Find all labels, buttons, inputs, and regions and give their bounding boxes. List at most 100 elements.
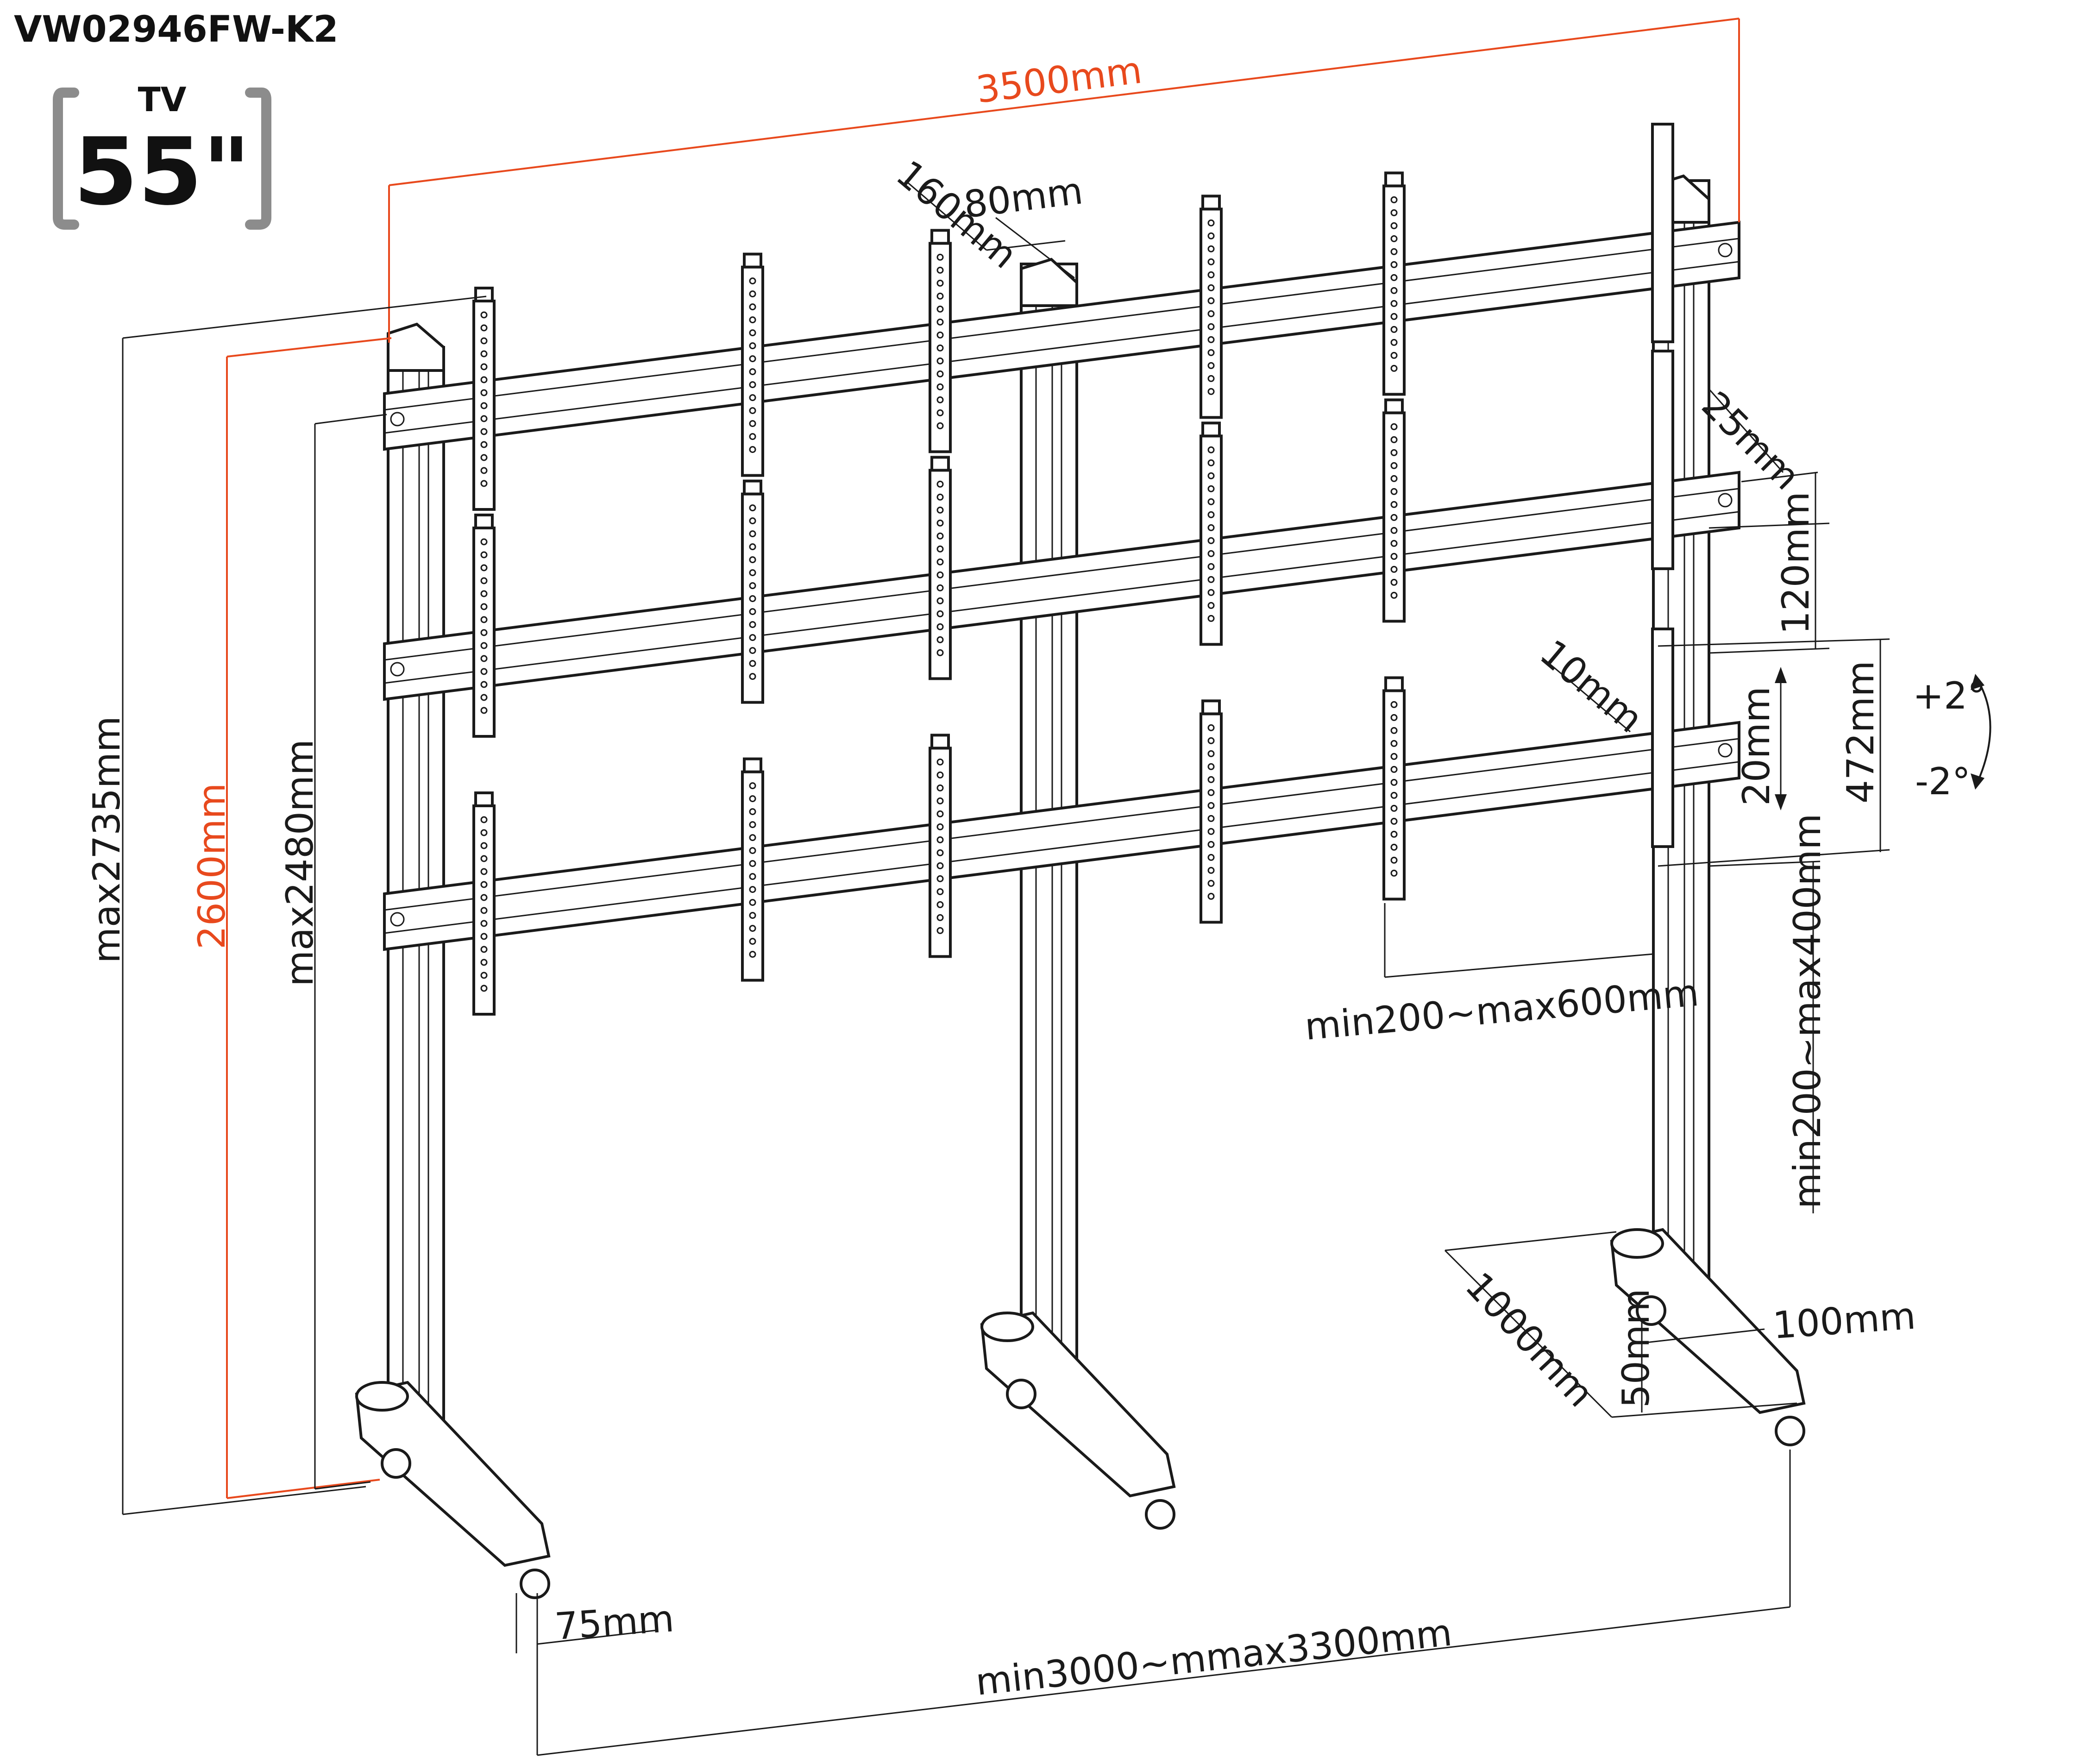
plate-hole (936, 370, 944, 377)
plate-hole (480, 389, 488, 396)
plate-hole (936, 253, 944, 261)
plate-hole (1390, 714, 1398, 721)
plate-hole (936, 927, 944, 934)
plate-hole (936, 519, 944, 527)
plate-hole (1390, 222, 1398, 229)
plate-hole (1390, 248, 1398, 255)
plate-hole (1390, 436, 1398, 443)
plate-hole (480, 311, 488, 319)
side-mounting-plate (1651, 123, 1674, 344)
plate-hole (480, 454, 488, 461)
plate-hole (1207, 563, 1215, 570)
plate-hole (1390, 209, 1398, 216)
plate-hole (1390, 475, 1398, 482)
plate-hole (936, 344, 944, 352)
plate-hole (936, 571, 944, 578)
side-mounting-plate (1651, 350, 1674, 571)
plate-hole (480, 985, 488, 992)
plate-hole (480, 337, 488, 345)
plate-hole (1207, 615, 1215, 622)
mounting-plates (472, 123, 1674, 1016)
plate-hole (936, 810, 944, 817)
plate-hole (749, 329, 756, 337)
plate-hole (1390, 856, 1398, 864)
plate-hole (1390, 339, 1398, 346)
plate-hole (749, 582, 756, 590)
plate-hole (936, 545, 944, 552)
mount-height-label: max2480mm (278, 739, 321, 986)
plate-height-label: 472mm (1839, 660, 1882, 804)
plate-hole (936, 305, 944, 313)
plate-hole (749, 673, 756, 680)
plate-hole (480, 616, 488, 623)
plate-hole (1390, 727, 1398, 734)
plate-hole (749, 355, 756, 363)
badge-left-bracket-icon (53, 88, 79, 230)
plate-hole (480, 816, 488, 823)
plate-hole (1390, 423, 1398, 430)
plate-hole (936, 875, 944, 882)
plate-hole (749, 821, 756, 829)
plate-hole (480, 707, 488, 714)
plate-hole (749, 556, 756, 564)
plate-hole (749, 795, 756, 803)
plate-hole (749, 808, 756, 816)
plate-cap (930, 456, 950, 472)
stand-drawing (355, 123, 1806, 1599)
mounting-plate (1382, 411, 1406, 623)
plate-hole (480, 603, 488, 610)
plate-hole (936, 784, 944, 791)
tilt-arc-icon (1974, 675, 1991, 788)
plate-hole (749, 782, 756, 790)
plate-hole (936, 266, 944, 274)
plate-hole (749, 860, 756, 867)
plate-hole (1207, 258, 1215, 265)
plate-hole (749, 621, 756, 628)
plate-hole (1207, 892, 1215, 900)
plate-hole (480, 629, 488, 636)
plate-hole (480, 907, 488, 914)
foot-width-label: 100mm (1771, 1294, 1917, 1347)
plate-hole (1207, 336, 1215, 343)
offset-label: 10mm (1532, 631, 1651, 741)
plate-hole (480, 642, 488, 649)
plate-hole (1390, 313, 1398, 320)
plate-cap (474, 287, 494, 302)
plate-hole (480, 590, 488, 597)
plate-hole (1207, 854, 1215, 861)
plate-hole (936, 318, 944, 326)
plate-hole (480, 933, 488, 940)
plate-hole (1390, 514, 1398, 521)
plate-hole (1390, 740, 1398, 747)
plate-hole (936, 623, 944, 630)
plate-hole (936, 797, 944, 804)
plate-hole (1390, 701, 1398, 708)
plate-hole (480, 324, 488, 332)
wheel-offset-label: 75mm (553, 1597, 676, 1648)
plate-hole (1390, 804, 1398, 812)
plate-hole (480, 920, 488, 927)
plate-hole (1207, 245, 1215, 252)
plate-hole (1390, 287, 1398, 294)
plate-hole (1390, 817, 1398, 825)
plate-hole (480, 480, 488, 487)
plate-hole (480, 855, 488, 862)
plate-hole (749, 504, 756, 512)
plate-hole (936, 649, 944, 656)
arrow-up-icon (1775, 667, 1787, 683)
badge-value: 55" (74, 118, 251, 226)
plate-hole (1390, 364, 1398, 372)
plate-hole (749, 433, 756, 440)
plate-hole (480, 959, 488, 966)
plate-hole (1207, 724, 1215, 731)
plate-hole (936, 597, 944, 604)
plate-hole (480, 868, 488, 875)
plate-hole (1390, 274, 1398, 281)
plate-hole (1207, 511, 1215, 518)
plate-hole (936, 584, 944, 591)
plate-hole (1207, 485, 1215, 492)
plate-cap (1201, 421, 1221, 438)
plate-hole (480, 551, 488, 559)
plate-hole (1207, 472, 1215, 479)
plate-hole (1207, 589, 1215, 596)
